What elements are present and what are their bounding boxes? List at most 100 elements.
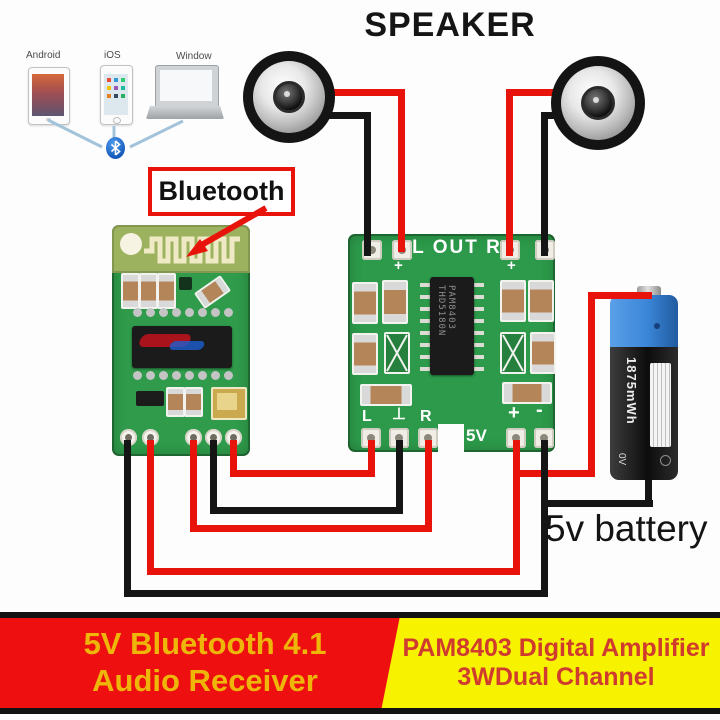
battery-callout-label: 5v battery <box>545 508 708 549</box>
battery-body: 1875mWh 0V <box>610 347 678 480</box>
banner-left-line1: 5V Bluetooth 4.1 <box>83 626 327 662</box>
bluetooth-module-board <box>112 225 250 456</box>
bluetooth-callout: Bluetooth <box>148 167 295 216</box>
battery: 1875mWh 0V <box>610 286 678 486</box>
banner-left-text: 5V Bluetooth 4.1 Audio Receiver <box>40 618 370 708</box>
pin-header-row <box>133 371 142 380</box>
wire-power-negative <box>124 590 548 597</box>
connection-line <box>129 119 184 149</box>
wire-power-positive <box>147 568 520 575</box>
pin-label-gnd: ⊥ <box>392 406 406 423</box>
wire-power-positive <box>147 440 154 575</box>
banner-left-line2: Audio Receiver <box>92 663 318 698</box>
transistor-component <box>136 391 164 406</box>
plus-mark-right: + <box>507 257 516 274</box>
speaker-right <box>551 56 645 150</box>
banner-right-text: PAM8403 Digital Amplifier 3WDual Channel <box>400 618 712 708</box>
out-label: L OUT R <box>412 237 502 258</box>
solder-pad-lin <box>361 428 381 448</box>
solder-pad-rin <box>418 428 438 448</box>
smd-capacitor <box>530 332 556 374</box>
wire-left-speaker-black <box>364 112 371 256</box>
pin-label-l: L <box>362 408 372 425</box>
ic-marking-line1: PAM8403 <box>446 285 456 330</box>
pin-label-r: R <box>420 408 432 425</box>
ios-home-button <box>113 117 121 124</box>
pin-label-minus: - <box>536 399 543 421</box>
wire-audio-left <box>230 470 375 477</box>
wire-power-negative <box>541 440 548 597</box>
pam8403-ic-chip: PAM8403 THD5180N <box>430 277 474 375</box>
smd-capacitor <box>184 387 203 417</box>
wire-audio-right <box>190 440 197 532</box>
solder-pad-vcc <box>142 429 159 446</box>
pin-header-row <box>133 308 142 317</box>
chip-logo-blue <box>168 341 206 350</box>
wire-audio-ground <box>210 440 217 514</box>
wire-audio-left <box>368 440 375 477</box>
wire-audio-ground <box>396 440 403 514</box>
laptop-screen <box>160 70 212 101</box>
windows-label: Window <box>176 51 212 62</box>
speaker-cap <box>273 81 305 113</box>
smd-capacitor <box>352 282 378 324</box>
crystal-window <box>217 393 237 410</box>
wire-left-speaker-red <box>398 89 405 252</box>
wire-right-speaker-red <box>506 89 558 96</box>
solder-pad-vminus <box>534 428 554 448</box>
smd-capacitor <box>166 387 185 417</box>
android-label: Android <box>26 50 61 61</box>
bluetooth-logo-icon <box>106 137 125 159</box>
banner: 5V Bluetooth 4.1 Audio Receiver PAM8403 … <box>0 612 720 714</box>
ios-phone-icon <box>100 65 133 125</box>
smd-capacitor <box>528 280 554 322</box>
android-phone-icon <box>28 67 70 125</box>
wire-right-speaker-red <box>506 89 513 256</box>
wire-left-speaker-black <box>318 112 371 119</box>
banner-right-line2: 3WDual Channel <box>457 663 655 691</box>
ios-phone-screen <box>104 74 128 115</box>
wire-left-speaker-red <box>320 89 405 96</box>
wire-audio-ground <box>210 507 403 514</box>
battery-capacity-text: 1875mWh <box>624 357 639 425</box>
wire-power-positive <box>513 470 595 477</box>
smd-resistor <box>139 273 158 309</box>
smd-resistor <box>121 273 140 309</box>
silkscreen-x-box <box>384 332 410 374</box>
pin-label-5v: 5V <box>466 426 487 445</box>
ic-pins-left <box>420 283 430 287</box>
solder-pad-left <box>225 429 242 446</box>
wire-right-speaker-black <box>541 112 548 256</box>
wire-power-positive <box>513 440 520 575</box>
speaker-highlight <box>284 91 290 97</box>
battery-vent-dot <box>654 323 660 329</box>
connection-line <box>47 118 103 149</box>
wire-power-negative <box>645 480 652 507</box>
battery-label-sticker <box>650 363 671 447</box>
battery-blue-cap <box>610 295 678 347</box>
wire-power-negative <box>541 500 653 507</box>
laptop-base <box>146 106 224 119</box>
smd-resistor-tilted <box>193 275 232 309</box>
smd-resistor <box>157 273 176 309</box>
wire-audio-left <box>230 440 237 477</box>
callout-arrow <box>186 205 268 257</box>
crystal-component <box>211 387 247 420</box>
ic-marking-line2: THD5180N <box>436 285 446 337</box>
solder-pad-vplus <box>506 428 526 448</box>
ic-pins-right <box>474 283 484 287</box>
bluetooth-callout-label: Bluetooth <box>158 176 285 206</box>
speaker-cap <box>581 86 615 120</box>
android-phone-screen <box>32 74 64 116</box>
solder-pad-gnd <box>389 428 409 448</box>
plus-mark-left: + <box>394 257 403 274</box>
solder-pad-right <box>185 429 202 446</box>
pin-label-plus: + <box>508 402 520 424</box>
smd-resistor <box>360 384 412 406</box>
wire-power-positive <box>588 292 652 299</box>
smd-capacitor <box>500 280 526 322</box>
wire-power-negative <box>124 440 131 597</box>
banner-right-line1: PAM8403 Digital Amplifier <box>402 633 710 662</box>
solder-pad-ground <box>205 429 222 446</box>
